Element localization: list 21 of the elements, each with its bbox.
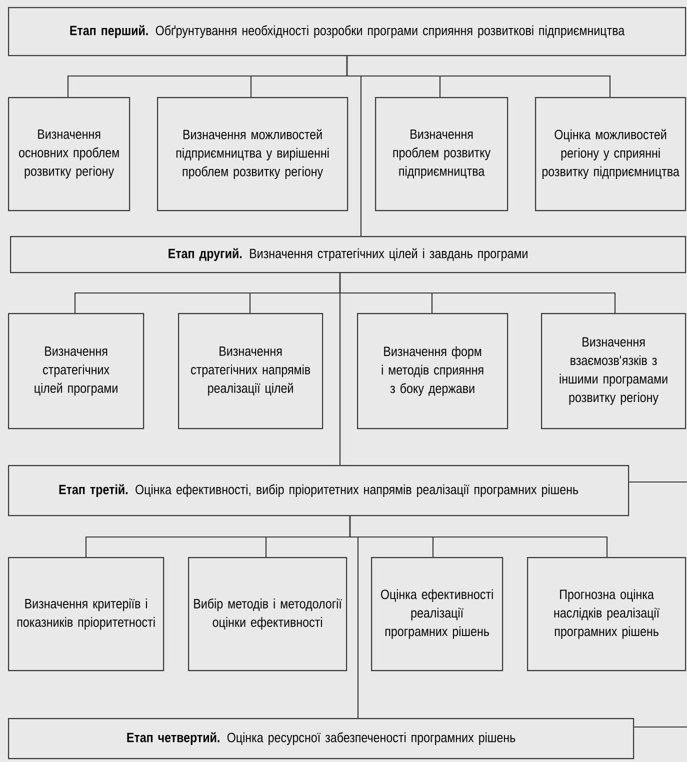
step-box: Оцінка ефективності реалізації програмних рішень [371,557,504,672]
step-box: Визначення взаємозв'язків з іншими програмами розвитку регіону [541,313,686,430]
step-box: Визначення можливостей підприємництва у вирішенні проблем розвитку регіону [157,97,348,212]
connector-line [339,273,341,465]
connector-line [634,726,687,728]
step-box: Визначення основних проблем розвитку регіону [8,97,130,212]
stage-box: Етап перший. Обґрунтування необхідності розробки програми сприяння розвиткові підприємництва [8,7,686,56]
connector-line [349,516,359,718]
stage-box: Етап другий. Визначення стратегічних цілей і завдань програми [10,236,686,274]
step-box: Вибір методів і методології оцінки ефективності [188,557,348,672]
step-box: Визначення форм і методів сприяння з боку держави [357,313,508,430]
connector-line [346,56,362,236]
step-box: Визначення проблем розвитку підприємництва [375,97,508,212]
stage-box: Етап четвертий. Оцінка ресурсної забезпеченості програмних рішень [8,718,634,760]
connector-line [629,481,687,483]
step-box: Прогнозна оцінка наслідків реалізації програмних рішень [527,557,686,672]
stage-box: Етап третій. Оцінка ефективності, вибір пріоритетних напрямів реалізації програмних рішень [8,465,630,516]
step-box: Оцінка можливостей регіону у сприянні розвитку підприємництва [535,97,686,212]
step-box: Визначення стратегічних цілей програми [8,313,144,430]
step-box: Визначення стратегічних напрямів реалізації цілей [178,313,324,430]
step-box: Визначення критеріїв і показників пріоритетності [8,557,164,672]
